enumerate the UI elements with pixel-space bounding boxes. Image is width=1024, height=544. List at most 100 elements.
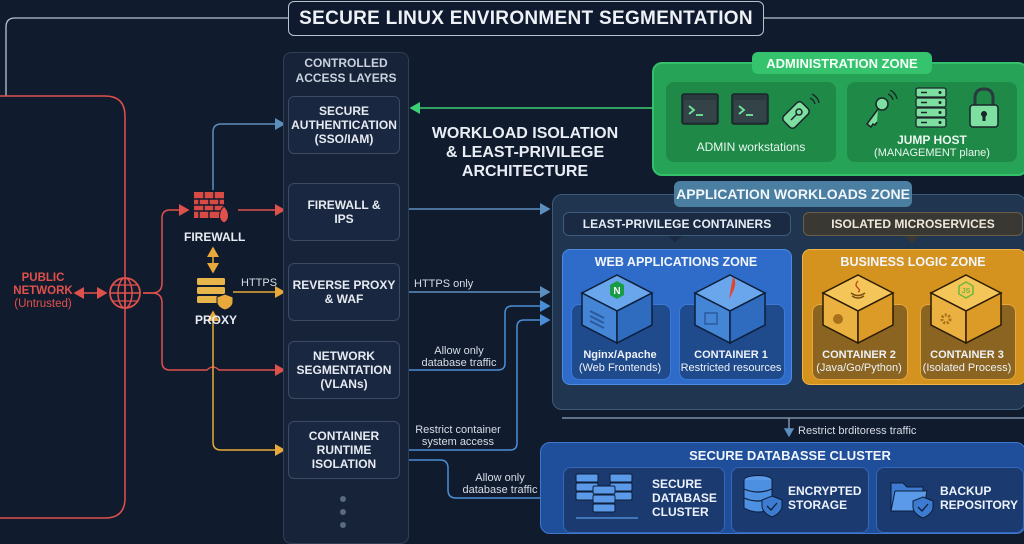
db-card-line: BACKUP [940, 484, 992, 498]
public-network-line3: (Untrusted) [14, 298, 72, 310]
layer-line: SEGMENTATION [296, 363, 392, 377]
container-cube-icon: JS [929, 274, 1003, 345]
container-desc: (Isolated Process) [922, 362, 1012, 374]
container-name: CONTAINER 1 [694, 349, 768, 361]
layer-line: REVERSE PROXY [292, 278, 396, 292]
layer-line: CONTAINER [308, 429, 380, 443]
heading-line3: ARCHITECTURE [461, 163, 589, 180]
least-privilege-containers-tab[interactable]: LEAST-PRIVILEGE CONTAINERS [563, 212, 791, 236]
gear-icon [940, 313, 952, 325]
jump-host-sublabel: (MANAGEMENT plane) [874, 147, 990, 159]
architecture-heading: WORKLOAD ISOLATION & LEAST-PRIVILEGE ARC… [420, 124, 630, 181]
segmentation-db-link [400, 300, 551, 371]
public-network-label: PUBLIC NETWORK (Untrusted) [8, 272, 78, 311]
application-workloads-title: APPLICATION WORKLOADS ZONE [674, 181, 912, 207]
isolated-microservices-tab[interactable]: ISOLATED MICROSERVICES [803, 212, 1023, 236]
business-logic-zone-title: BUSINESS LOGIC ZONE [840, 255, 986, 269]
db-card-line: REPOSITORY [940, 498, 1019, 512]
more-dot [340, 522, 346, 528]
db-card-line: STORAGE [788, 498, 848, 512]
layer-line: ISOLATION [311, 457, 377, 471]
layer-reverse-proxy-waf[interactable]: REVERSE PROXY& WAF [288, 263, 400, 321]
db-card-line: DATABASE [652, 491, 717, 505]
container-cube-icon [821, 274, 895, 345]
container-name: CONTAINER 3 [930, 349, 1004, 361]
layer-firewall-ips[interactable]: FIREWALL &IPS [288, 183, 400, 241]
key-fob-icon [782, 93, 820, 129]
more-dot [340, 496, 346, 502]
layer-line: SECURE [318, 104, 369, 118]
access-layers-title-line2: ACCESS LAYERS [295, 71, 397, 85]
db-card-line: CLUSTER [652, 505, 709, 519]
proxy-to-runtime-link [207, 310, 286, 456]
proxy-https-label: HTTPS [241, 277, 278, 289]
flow-label-restrict-container: Restrict container system access [408, 424, 508, 448]
svg-text:JS: JS [962, 288, 971, 295]
firewall-to-auth-link [212, 118, 286, 190]
globe-to-firewall-link [143, 204, 190, 294]
page-title: SECURE LINUX ENVIRONMENT SEGMENTATION [288, 1, 764, 36]
admin-workstations-label: ADMIN workstations [696, 140, 806, 154]
layer-line: RUNTIME [316, 443, 372, 457]
db-card-backup-repository[interactable] [876, 467, 1024, 533]
java-icon [850, 280, 866, 299]
db-card-label: BACKUP REPOSITORY [940, 484, 1018, 512]
container-desc: (Java/Go/Python) [816, 362, 902, 374]
flow-label-line: system access [421, 436, 495, 448]
container-cube-icon: N [580, 274, 654, 345]
firewall-icon [194, 192, 229, 224]
container-cube-icon [693, 274, 767, 345]
secure-database-cluster-title: SECURE DATABASSE CLUSTER [689, 448, 891, 463]
container-desc: (Web Frontends) [578, 362, 662, 374]
runtime-db-link [400, 459, 554, 504]
administration-zone-title: ADMINISTRATION ZONE [752, 52, 932, 74]
container-name: Nginx/Apache [583, 349, 657, 361]
public-network-line1: PUBLIC [21, 272, 65, 284]
tab-pointer [668, 236, 682, 243]
terminal-icon [681, 93, 719, 125]
heading-line1: WORKLOAD ISOLATION [431, 125, 619, 142]
globe-icon [109, 277, 141, 309]
flow-label-line: Allow only [434, 345, 484, 357]
encrypted-db-icon [743, 475, 783, 518]
db-card-label: SECURE DATABASE CLUSTER [652, 477, 717, 519]
proxy-label: PROXY [195, 313, 238, 327]
flow-label-https-only: HTTPS only [414, 278, 474, 290]
svg-text:N: N [613, 286, 620, 297]
flow-label-restrict-egress: Restrict brditoress traffic [798, 425, 917, 437]
terminal-icon [731, 93, 769, 125]
public-network-line2: NETWORK [13, 285, 73, 297]
flow-label-allow-db-1: Allow only database traffic [414, 345, 504, 369]
access-layers-title: CONTROLLED ACCESS LAYERS [283, 56, 409, 86]
backup-folder-icon [890, 482, 934, 519]
frame-line [5, 17, 288, 96]
flow-label-line: Restrict container [415, 424, 501, 436]
proxy-server-icon [197, 278, 234, 310]
flow-label-line: database traffic [421, 357, 497, 369]
flow-label-line: Allow only [475, 472, 525, 484]
layer-line: (VLANs) [320, 377, 368, 391]
layer-line: & WAF [324, 292, 364, 306]
database-servers-icon [575, 473, 638, 519]
nodejs-icon [958, 281, 974, 299]
layer-line: (SSO/IAM) [314, 132, 374, 146]
layer-line: NETWORK [312, 349, 375, 363]
access-layers-title-line1: CONTROLLED [304, 56, 388, 70]
flow-label-allow-db-2: Allow only database traffic [452, 472, 548, 496]
layer-line: IPS [334, 212, 354, 226]
layer-line: FIREWALL & [307, 198, 381, 212]
db-card-line: SECURE [652, 477, 703, 491]
padlock-icon [969, 87, 999, 128]
layer-line: AUTHENTICATION [291, 118, 397, 132]
firewall-label: FIREWALL [184, 230, 246, 244]
runtime-container-link [400, 314, 551, 451]
apache-feather-icon [729, 277, 736, 299]
container-name: CONTAINER 2 [822, 349, 896, 361]
more-dot [340, 509, 346, 515]
db-card-label: ENCRYPTED STORAGE [788, 484, 862, 512]
heading-line2: & LEAST-PRIVILEGE [445, 144, 605, 161]
jump-host-label: JUMP HOST [897, 133, 967, 147]
